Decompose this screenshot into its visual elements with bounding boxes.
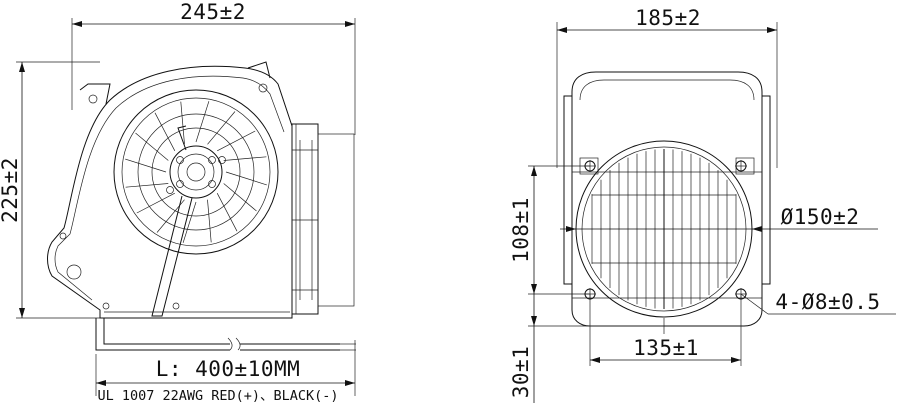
- hub-bolt: [208, 156, 216, 164]
- dimension-mount-height: 108±1: [509, 165, 590, 295]
- cable-spec-label: UL 1007 22AWG RED(+)、BLACK(-): [97, 388, 338, 403]
- hub-bolt: [176, 180, 184, 188]
- dimension-front-height: 225±2: [0, 61, 100, 319]
- impeller-blade: [217, 130, 256, 152]
- mount-holes-label: 4-Ø8±0.5: [775, 290, 880, 314]
- inlet-diameter-label: Ø150±2: [781, 205, 860, 229]
- cable: L: 400±10MM UL 1007 22AWG RED(+)、BLACK(-…: [95, 318, 356, 403]
- front-view: 245±2 225±2: [0, 0, 356, 403]
- impeller-blade: [223, 183, 257, 212]
- side-housing: [563, 71, 771, 327]
- hub-bolt: [176, 156, 184, 164]
- front-height-label: 225±2: [0, 157, 22, 223]
- mount-height-label: 108±1: [509, 197, 533, 263]
- impeller-blade: [154, 112, 176, 151]
- impeller-blade: [135, 132, 169, 161]
- impeller-blade: [125, 183, 169, 188]
- impeller-blade: [195, 101, 210, 143]
- hub-bolt: [208, 180, 216, 188]
- dimension-inlet-diameter: Ø150±2: [560, 205, 878, 232]
- mounting-holes: [584, 160, 747, 300]
- front-width-label: 245±2: [180, 0, 246, 24]
- dimension-side-width: 185±2: [556, 6, 778, 168]
- impeller-blade: [180, 101, 185, 145]
- impeller-blade: [125, 158, 167, 173]
- impeller-blade: [182, 201, 197, 243]
- impeller-blade: [225, 171, 267, 186]
- hub-bolt: [218, 156, 226, 164]
- side-width-label: 185±2: [635, 6, 701, 30]
- impeller: [113, 89, 279, 255]
- impeller-blade: [216, 193, 238, 232]
- impeller-blade: [223, 156, 267, 161]
- dimension-mount-spacing: 135±1: [589, 294, 742, 366]
- mount-spacing-label: 135±1: [633, 336, 699, 360]
- impeller-blade: [207, 199, 212, 243]
- side-view: 185±2: [509, 6, 896, 403]
- mount-offset-label: 30±1: [509, 346, 533, 399]
- impeller-blade: [207, 111, 236, 145]
- cable-length-label: L: 400±10MM: [156, 357, 301, 381]
- hub-bolt: [166, 186, 174, 194]
- blower-housing: [47, 61, 355, 319]
- impeller-blade: [136, 192, 175, 214]
- dimension-mount-holes: 4-Ø8±0.5: [740, 290, 896, 315]
- dimension-mount-offset: 30±1: [509, 294, 665, 403]
- dimension-front-width: 245±2: [71, 0, 356, 135]
- motor-strut: [151, 125, 193, 317]
